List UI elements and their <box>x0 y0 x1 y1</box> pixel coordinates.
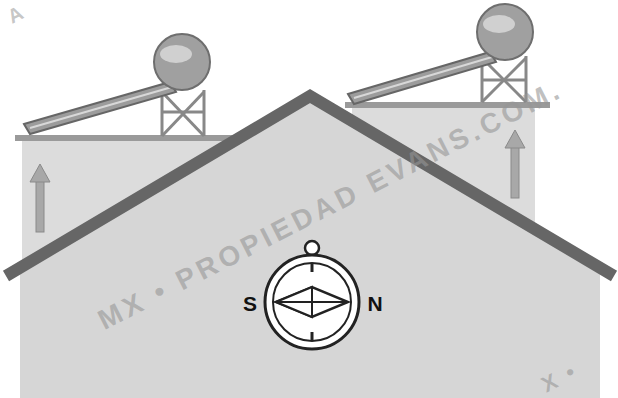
compass-letter: S <box>243 293 257 314</box>
watermark: A <box>4 1 28 26</box>
gable-roof <box>6 96 614 276</box>
solar-heater <box>348 4 533 104</box>
compass-symbol <box>265 241 359 349</box>
solar-heater <box>24 34 210 136</box>
compass-letter: N <box>367 293 382 314</box>
house-wall <box>20 100 600 398</box>
left-flat-roof <box>15 135 233 141</box>
